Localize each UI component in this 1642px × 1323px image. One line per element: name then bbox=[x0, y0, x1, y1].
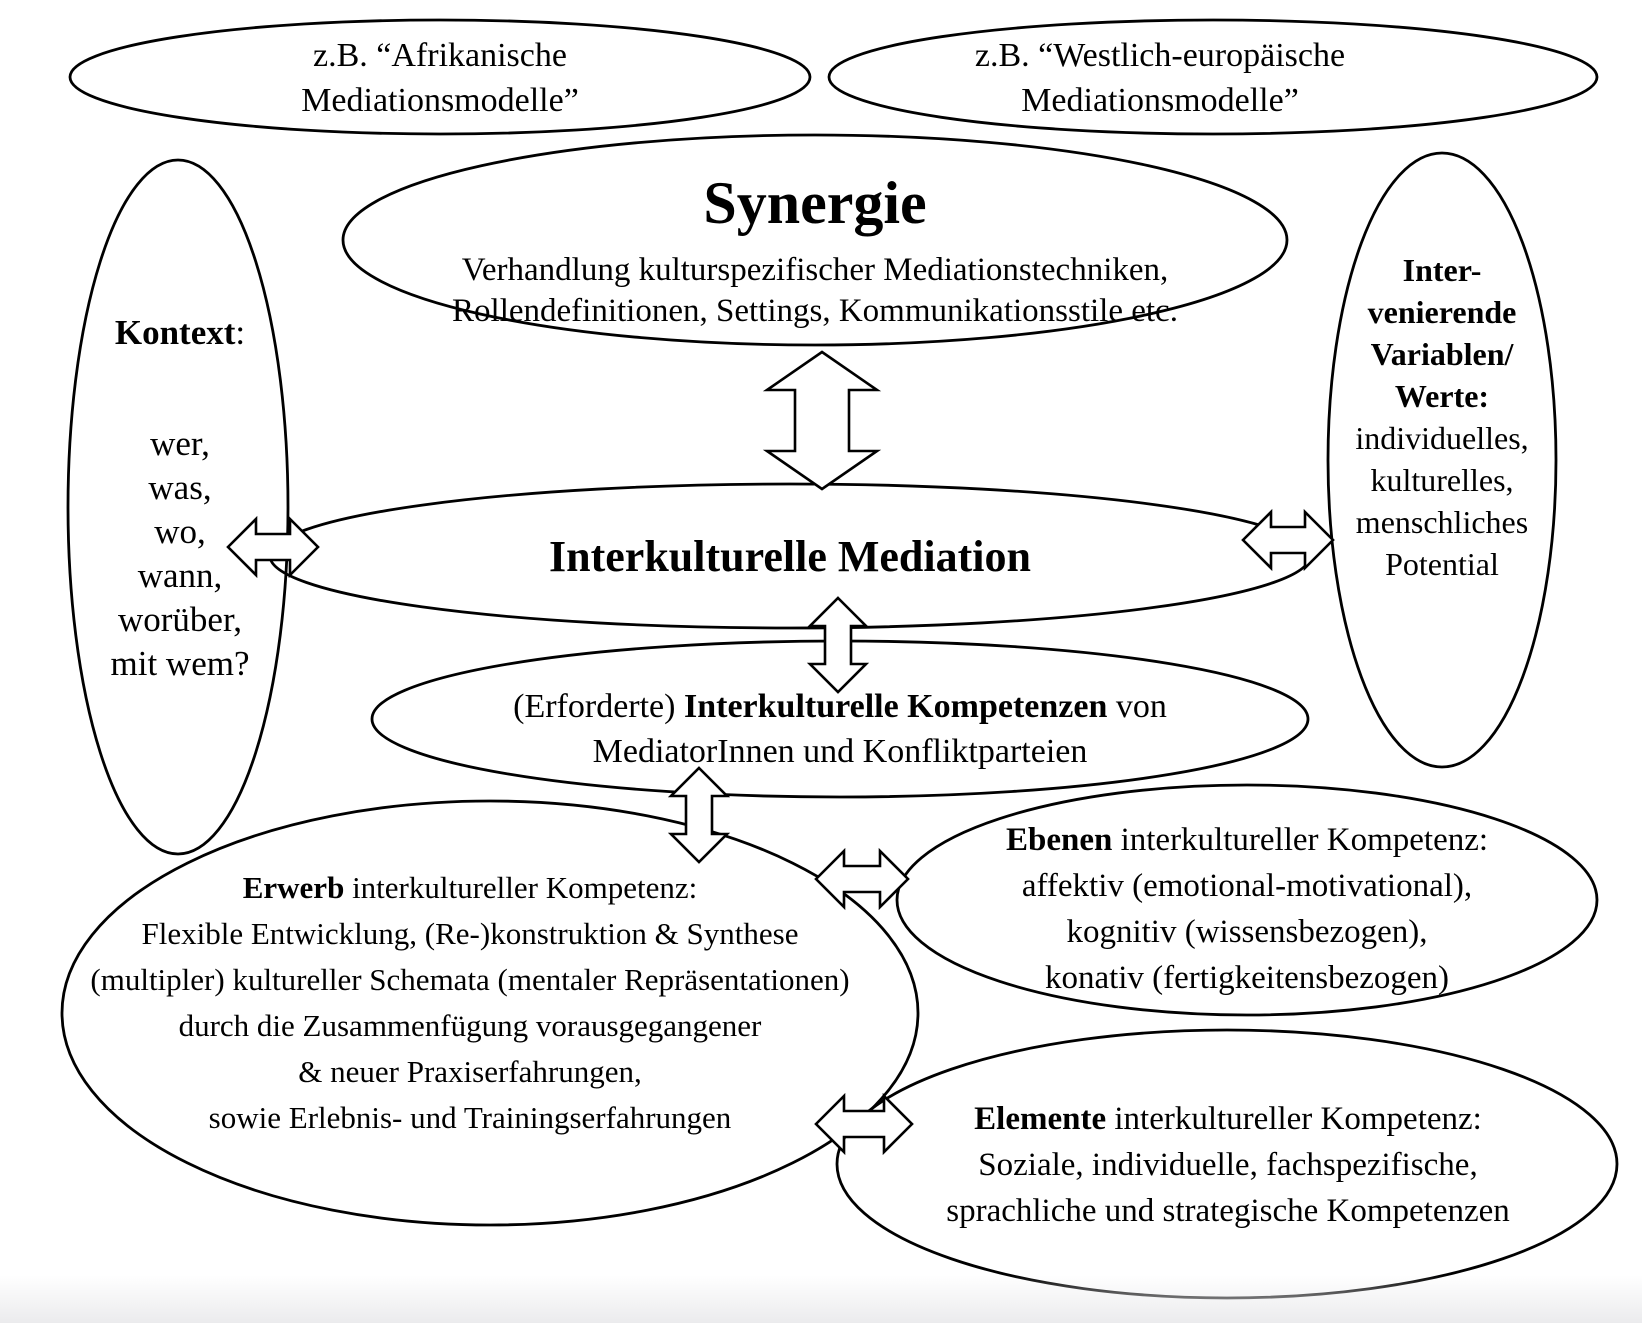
synergie-subtitle: Verhandlung kulturspezifischer Mediation… bbox=[452, 250, 1178, 332]
kontext-heading-word: Kontext bbox=[114, 313, 236, 352]
elemente-lead-line: Elemente interkultureller Kompetenz: bbox=[946, 1096, 1510, 1142]
ebenen-line: kognitiv (wissensbezogen), bbox=[1066, 914, 1428, 950]
kontext-heading: Kontext: bbox=[115, 311, 245, 355]
elemente-label: Elemente interkultureller Kompetenz: Soz… bbox=[946, 1096, 1510, 1234]
ebenen-lead-rest: interkultureller Kompetenz: bbox=[1112, 822, 1489, 858]
arrow-erwerb-elemente bbox=[814, 1092, 914, 1156]
erwerb-lead-rest: interkultureller Kompetenz: bbox=[344, 870, 698, 905]
elemente-line: sprachliche und strategische Kompetenzen bbox=[946, 1193, 1510, 1229]
arrow-mediation-variablen bbox=[1241, 508, 1335, 572]
variablen-label: Inter- venierende Variablen/ Werte: indi… bbox=[1355, 249, 1528, 585]
kontext-item: wer, bbox=[150, 424, 210, 463]
erwerb-line: (multipler) kultureller Schemata (mental… bbox=[90, 962, 850, 997]
mediation-title: Interkulturelle Mediation bbox=[549, 532, 1031, 581]
kompetenzen-line2: MediatorInnen und Konfliktparteien bbox=[592, 733, 1088, 770]
variablen-bold-line: Variablen/ bbox=[1370, 336, 1514, 372]
arrow-mediation-kompetenzen bbox=[806, 596, 870, 694]
elemente-lead-bold: Elemente bbox=[974, 1101, 1107, 1137]
ellipse-model-western bbox=[827, 18, 1599, 136]
erwerb-line: sowie Erlebnis- und Trainingserfahrungen bbox=[208, 1100, 732, 1135]
arrow-synergie-mediation bbox=[762, 350, 882, 491]
arrow-kompetenzen-erwerb bbox=[667, 766, 731, 864]
erwerb-lead-line: Erwerb interkultureller Kompetenz: bbox=[90, 865, 849, 911]
elemente-lead-rest: interkultureller Kompetenz: bbox=[1106, 1101, 1482, 1137]
kontext-item: was, bbox=[148, 468, 212, 507]
kompetenzen-line1-bold: Interkulturelle Kompetenzen bbox=[683, 688, 1108, 725]
variablen-line: individuelles, bbox=[1355, 420, 1529, 456]
kompetenzen-line1: (Erforderte) Interkulturelle Kompetenzen… bbox=[513, 684, 1167, 729]
ellipse-erwerb bbox=[60, 799, 920, 1227]
synergie-line1: Verhandlung kulturspezifischer Mediation… bbox=[461, 252, 1169, 288]
erwerb-line: & neuer Praxiserfahrungen, bbox=[298, 1054, 642, 1089]
variablen-line: menschliches bbox=[1355, 504, 1529, 540]
variablen-bold-line: Inter- bbox=[1402, 252, 1482, 288]
model-african-label: z.B. “Afrikanische Mediationsmodelle” bbox=[301, 33, 579, 123]
ellipse-variablen bbox=[1326, 151, 1558, 769]
synergie-line2: Rollendefinitionen, Settings, Kommunikat… bbox=[452, 293, 1178, 329]
erwerb-line: Flexible Entwicklung, (Re-)konstruktion … bbox=[141, 916, 799, 951]
model-western-line2: Mediationsmodelle” bbox=[1021, 82, 1299, 119]
model-western-label: z.B. “Westlich-europäische Mediationsmod… bbox=[975, 33, 1345, 123]
kontext-item: worüber, bbox=[118, 600, 242, 639]
elemente-line: Soziale, individuelle, fachspezifische, bbox=[978, 1147, 1478, 1183]
erwerb-lead-bold: Erwerb bbox=[242, 870, 345, 905]
kontext-heading-colon: : bbox=[235, 313, 246, 352]
ebenen-line: affektiv (emotional-motivational), bbox=[1021, 868, 1473, 904]
kontext-item: wann, bbox=[137, 556, 223, 595]
variablen-line: kulturelles, bbox=[1370, 462, 1514, 498]
model-western-line1: z.B. “Westlich-europäische bbox=[974, 37, 1346, 74]
ellipse-synergie bbox=[341, 133, 1289, 347]
synergie-title: Synergie bbox=[703, 170, 927, 236]
arrow-kontext-mediation bbox=[226, 515, 320, 579]
kompetenzen-line1-pre: (Erforderte) bbox=[513, 688, 684, 725]
ellipse-kontext bbox=[66, 158, 290, 856]
ebenen-lead-bold: Ebenen bbox=[1005, 822, 1113, 858]
ellipse-model-african bbox=[68, 18, 812, 136]
kompetenzen-line1-post: von bbox=[1107, 688, 1167, 725]
arrow-erwerb-ebenen bbox=[814, 847, 910, 911]
variablen-bold-line: venierende bbox=[1367, 294, 1517, 330]
ebenen-line: konativ (fertigkeitensbezogen) bbox=[1044, 960, 1450, 996]
kontext-list: wer, was, wo, wann, worüber, mit wem? bbox=[111, 422, 250, 686]
erwerb-label: Erwerb interkultureller Kompetenz: Flexi… bbox=[90, 865, 849, 1141]
variablen-bold-line: Werte: bbox=[1394, 378, 1490, 414]
ebenen-lead-line: Ebenen interkultureller Kompetenz: bbox=[1006, 817, 1488, 863]
ebenen-label: Ebenen interkultureller Kompetenz: affek… bbox=[1006, 817, 1488, 1001]
kompetenzen-label: (Erforderte) Interkulturelle Kompetenzen… bbox=[513, 684, 1167, 774]
kontext-item: mit wem? bbox=[110, 644, 250, 683]
model-african-line2: Mediationsmodelle” bbox=[301, 82, 579, 119]
variablen-line: Potential bbox=[1385, 546, 1499, 582]
model-african-line1: z.B. “Afrikanische bbox=[313, 37, 567, 74]
erwerb-line: durch die Zusammenfügung vorausgegangene… bbox=[178, 1008, 762, 1043]
ellipse-ebenen bbox=[895, 783, 1599, 1017]
kontext-item: wo, bbox=[154, 512, 206, 551]
